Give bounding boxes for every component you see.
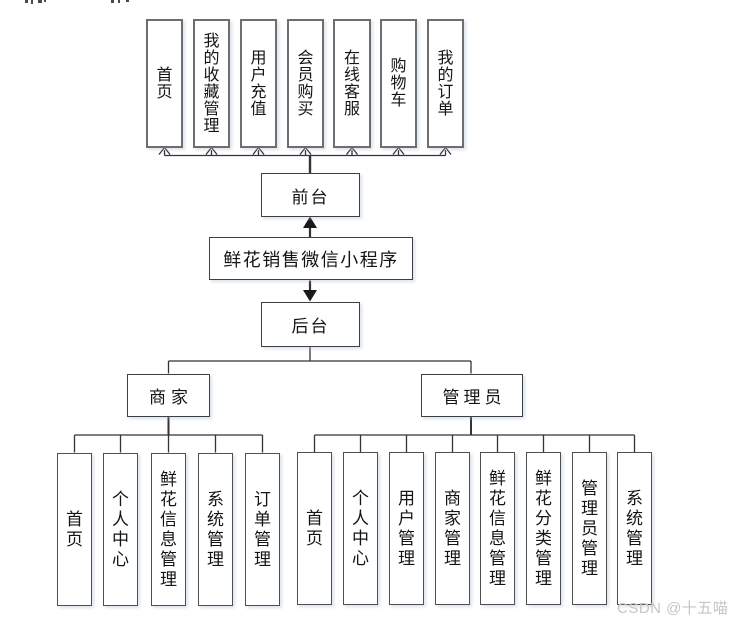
front-module-orders: 我的订单: [427, 19, 464, 148]
admin-module-profile-label: 个人中心: [352, 488, 369, 568]
clipped-text-fragment: [31, 0, 33, 4]
admin-module-home-label: 首页: [306, 508, 323, 548]
merchant-node-label: 商家: [149, 388, 193, 407]
admin-module-admins-label: 管理员管理: [581, 478, 598, 578]
frontend-node: 前台: [261, 173, 360, 217]
front-module-membership-label: 会员购买: [297, 49, 314, 118]
merchant-module-orders-label: 订单管理: [254, 489, 271, 569]
admin-module-flower-category-label: 鲜花分类管理: [535, 468, 552, 588]
clipped-text-fragment: [44, 0, 46, 2]
merchant-module-profile-label: 个人中心: [112, 489, 129, 569]
backend-node-label: 后台: [291, 317, 330, 336]
front-module-home: 首页: [146, 19, 183, 148]
clipped-text-fragment: [25, 0, 28, 3]
merchant-module-profile: 个人中心: [103, 453, 138, 606]
arrow-down-icon: [303, 290, 317, 302]
csdn-watermark: CSDN @十五喵: [617, 600, 729, 617]
front-module-membership: 会员购买: [287, 19, 324, 148]
admin-module-users-label: 用户管理: [398, 488, 415, 568]
merchant-module-flower-info-label: 鲜花信息管理: [160, 469, 177, 589]
merchant-module-orders: 订单管理: [245, 453, 280, 606]
root-node: 鲜花销售微信小程序: [209, 237, 413, 280]
admin-module-flower-info-label: 鲜花信息管理: [489, 468, 506, 588]
front-module-favorites-label: 我的收藏管理: [203, 32, 220, 135]
merchant-module-system: 系统管理: [198, 453, 233, 606]
front-module-service-label: 在线客服: [343, 49, 360, 118]
admin-module-profile: 个人中心: [343, 452, 378, 605]
admin-module-admins: 管理员管理: [572, 452, 607, 605]
merchant-module-flower-info: 鲜花信息管理: [151, 453, 186, 606]
frontend-node-label: 前台: [291, 187, 330, 207]
admin-node-label: 管理员: [442, 388, 506, 407]
front-module-cart-label: 购物车: [390, 58, 407, 109]
merchant-module-home: 首页: [57, 453, 92, 606]
merchant-module-system-label: 系统管理: [207, 489, 224, 569]
front-module-home-label: 首页: [156, 66, 173, 101]
backend-node: 后台: [261, 302, 360, 347]
admin-module-home: 首页: [297, 452, 332, 605]
admin-module-flower-category: 鲜花分类管理: [526, 452, 561, 605]
arrow-up-icon: [303, 216, 317, 228]
admin-module-system: 系统管理: [617, 452, 652, 605]
root-node-label: 鲜花销售微信小程序: [223, 249, 399, 270]
front-module-favorites: 我的收藏管理: [193, 19, 230, 148]
front-module-service: 在线客服: [333, 19, 371, 148]
admin-module-merchants: 商家管理: [435, 452, 470, 605]
admin-node: 管理员: [421, 374, 523, 417]
merchant-module-home-label: 首页: [66, 509, 83, 549]
merchant-node: 商家: [127, 374, 210, 417]
clipped-text-fragment: [111, 0, 114, 3]
admin-module-flower-info: 鲜花信息管理: [480, 452, 515, 605]
admin-module-system-label: 系统管理: [626, 488, 643, 568]
admin-module-merchants-label: 商家管理: [444, 488, 461, 568]
admin-module-users: 用户管理: [389, 452, 424, 605]
front-module-recharge: 用户充值: [240, 19, 277, 148]
clipped-text-fragment: [126, 0, 129, 2]
clipped-text-fragment: [118, 0, 120, 3]
front-module-cart: 购物车: [380, 19, 417, 148]
front-module-orders-label: 我的订单: [437, 49, 454, 118]
front-module-recharge-label: 用户充值: [250, 49, 267, 118]
clipped-text-fragment: [38, 0, 42, 3]
